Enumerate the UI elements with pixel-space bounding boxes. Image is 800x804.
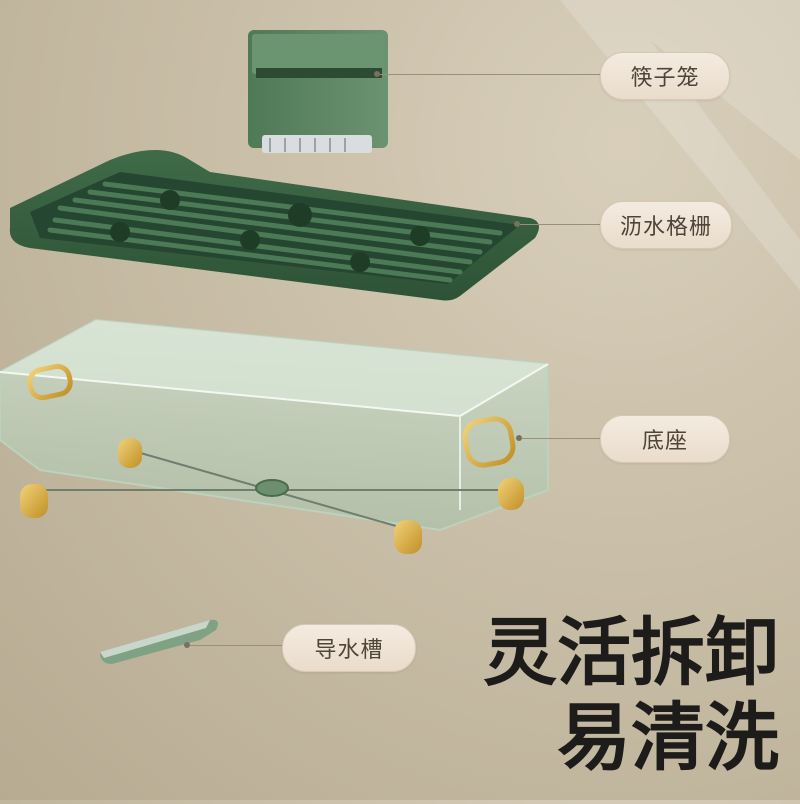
water-guide-drawing bbox=[100, 619, 218, 664]
label-water-guide-text: 导水槽 bbox=[314, 638, 384, 663]
callout-line-base bbox=[520, 438, 600, 439]
label-base: 底座 bbox=[600, 415, 730, 463]
label-water-guide: 导水槽 bbox=[282, 624, 416, 672]
drain-rack-drawing bbox=[9, 150, 540, 301]
callout-dot-base bbox=[516, 435, 522, 441]
headline-line-1: 灵活拆卸 bbox=[483, 610, 779, 696]
callout-dot-drain-rack bbox=[514, 221, 520, 227]
label-base-text: 底座 bbox=[641, 429, 688, 454]
headline-line-2: 易清洗 bbox=[557, 695, 779, 781]
callout-dot-chopstick-cage bbox=[374, 71, 380, 77]
callout-dot-water-guide bbox=[184, 642, 190, 648]
callout-line-chopstick-cage bbox=[378, 74, 600, 75]
callout-line-drain-rack bbox=[518, 224, 600, 225]
label-chopstick-cage: 筷子笼 bbox=[600, 52, 730, 100]
label-drain-rack: 沥水格栅 bbox=[600, 201, 732, 249]
base-drawing bbox=[0, 318, 549, 554]
callout-line-water-guide bbox=[188, 645, 282, 646]
label-drain-rack-text: 沥水格栅 bbox=[619, 215, 712, 240]
label-chopstick-cage-text: 筷子笼 bbox=[630, 66, 700, 91]
chopstick-cage-drawing bbox=[248, 30, 388, 153]
